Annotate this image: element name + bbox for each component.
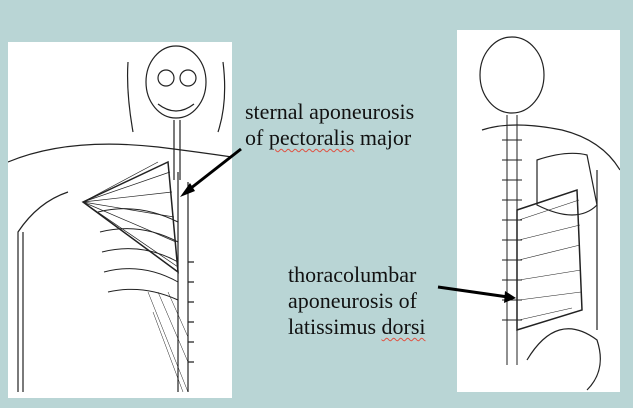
label-text: major (354, 125, 412, 150)
posterior-torso-illustration (457, 30, 620, 392)
arrow-latissimus (437, 285, 509, 299)
spellcheck-word: dorsi (381, 314, 426, 339)
label-line: of pectoralis major (245, 125, 414, 151)
anterior-torso-illustration (8, 42, 232, 398)
spellcheck-word: pectoralis (268, 125, 355, 150)
label-thoracolumbar-aponeurosis: thoracolumbar aponeurosis of latissimus … (288, 262, 426, 340)
label-text: latissimus (288, 314, 382, 339)
arrow-pectoralis (185, 147, 242, 194)
arrowhead-pectoralis (180, 183, 195, 197)
label-line: sternal aponeurosis (245, 99, 415, 124)
label-line: thoracolumbar (288, 262, 417, 287)
label-line: latissimus dorsi (288, 314, 426, 340)
label-text: of (245, 125, 269, 150)
label-line: aponeurosis of (288, 288, 417, 313)
label-sternal-aponeurosis: sternal aponeurosis of pectoralis major (245, 99, 414, 151)
arrowhead-latissimus (504, 291, 516, 303)
